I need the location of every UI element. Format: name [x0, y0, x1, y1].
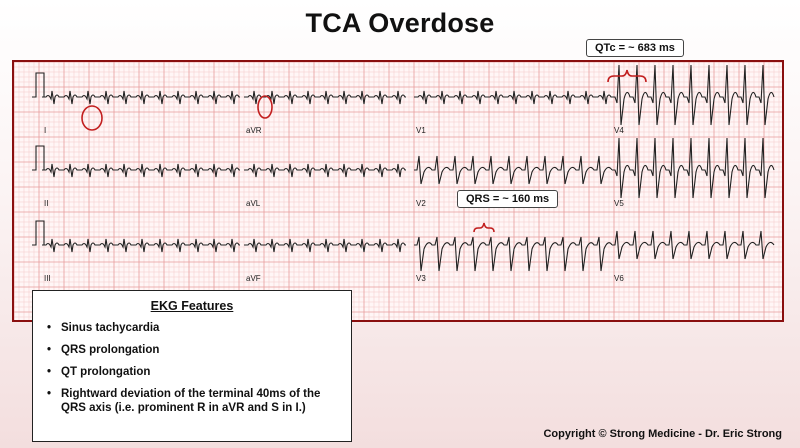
- lead-label: V5: [614, 199, 624, 208]
- lead-label: aVR: [246, 126, 262, 135]
- ekg-grid: [14, 62, 782, 320]
- qtc-callout: QTc = ~ 683 ms: [586, 39, 684, 57]
- features-list: • Sinus tachycardia • QRS prolongation • QT…: [45, 321, 339, 415]
- qrs-callout: QRS = ~ 160 ms: [457, 190, 559, 208]
- lead-label: V3: [416, 274, 426, 283]
- ekg-features-box: EKG Features • Sinus tachycardia • QRS pro…: [32, 290, 352, 442]
- grid-minor-lines: [14, 62, 782, 320]
- ekg-lead-trace: [42, 163, 240, 178]
- feature-item: • QT prolongation: [45, 365, 339, 379]
- lead-label: V2: [416, 199, 426, 208]
- ekg-lead-trace: [414, 90, 612, 105]
- qtc-bracket: [607, 69, 647, 83]
- lead-label: III: [44, 274, 51, 283]
- ekg-lead-trace: [414, 236, 613, 272]
- features-title: EKG Features: [150, 299, 234, 313]
- ekg-lead-trace: [244, 90, 406, 105]
- highlight-circle-lead-i: [81, 105, 103, 131]
- copyright: Copyright © Strong Medicine - Dr. Eric S…: [543, 428, 782, 440]
- feature-item: • QRS prolongation: [45, 343, 339, 357]
- lead-label: V4: [614, 126, 624, 135]
- lead-label: aVF: [246, 274, 261, 283]
- feature-text: Rightward deviation of the terminal 40ms…: [61, 388, 321, 414]
- feature-text: QRS prolongation: [61, 344, 160, 356]
- lead-label: V1: [416, 126, 426, 135]
- bullet-icon: •: [47, 388, 52, 400]
- feature-text: QT prolongation: [61, 366, 151, 378]
- bullet-icon: •: [47, 366, 52, 378]
- ekg-lead-trace: [42, 90, 240, 105]
- bullet-icon: •: [47, 344, 52, 356]
- ekg-lead-trace: [42, 238, 240, 253]
- feature-item: • Rightward deviation of the terminal 40m…: [45, 387, 339, 415]
- slide-title: TCA Overdose: [305, 8, 495, 38]
- ekg-traces: [32, 64, 775, 272]
- feature-item: • Sinus tachycardia: [45, 321, 339, 335]
- ekg-lead-trace: [612, 64, 775, 126]
- ekg-lead-trace: [244, 163, 406, 178]
- lead-label: aVL: [246, 199, 261, 208]
- highlight-circle-lead-avr: [257, 95, 273, 119]
- lead-label: I: [44, 126, 46, 135]
- ekg-lead-trace: [612, 230, 775, 260]
- ekg-lead-trace: [414, 155, 613, 185]
- lead-label: V6: [614, 274, 624, 283]
- ekg-lead-trace: [244, 238, 406, 253]
- feature-text: Sinus tachycardia: [61, 322, 160, 334]
- ekg-lead-trace: [612, 137, 775, 199]
- bullet-icon: •: [47, 322, 52, 334]
- ekg-annotations: [81, 69, 647, 233]
- qrs-bracket: [473, 222, 495, 233]
- lead-label: II: [44, 199, 48, 208]
